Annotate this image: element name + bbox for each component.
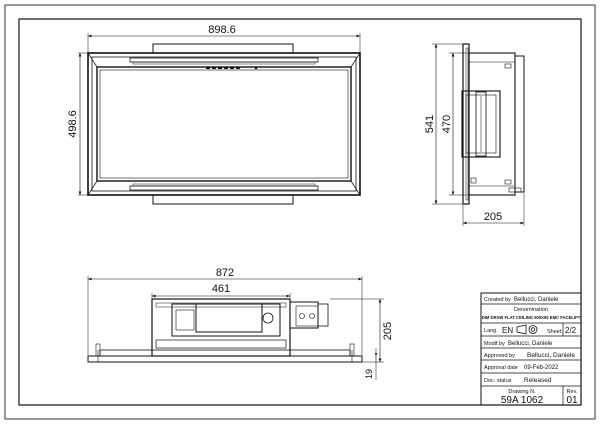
rev-label: Rev. [567,389,578,395]
modified-by-label: Modif.by [484,341,505,347]
dim-front-height [78,52,88,196]
front-view [87,43,361,205]
dim-side-outer [432,43,462,205]
bottom-motor-core [195,303,263,333]
drawing-no-value: 59A 1062 [501,395,544,406]
modified-by-value: Bellucci, Daniele [508,341,553,347]
created-by-value: Bellucci, Daniele [514,297,559,303]
sheet-border [4,4,596,420]
projection-symbol-icon [516,324,538,335]
title-block [480,292,582,406]
front-top-strip [129,57,319,63]
lang-label: Lang. [484,328,498,334]
side-view [461,43,525,205]
dim-side-depth [462,193,525,226]
denomination-value: DIM DRAW FLAT CEILING 900X50 EMC FACELIF… [482,315,581,320]
dim-bottom-height-label: 205 [382,322,394,340]
dim-bottom-width-label: 872 [216,267,234,279]
created-by-label: Created by [484,297,511,303]
dim-bottom-inner [151,293,291,298]
front-glass-panel [96,66,352,182]
dim-bottom-inner-label: 461 [212,283,230,295]
denomination-label: Denomination [514,307,548,313]
lang-value: EN [502,326,513,335]
approved-by-value: Bellucci, Daniele [527,352,575,359]
dim-front-width-label: 898.6 [208,24,236,36]
drawing-frame [18,18,582,406]
drawing-no-label: Drawing N. [508,389,536,395]
doc-status-value: Released [524,377,552,384]
dim-side-inner [449,52,468,196]
front-bottom-strip [129,185,319,191]
approved-by-label: Approved by [484,353,515,359]
approval-date-value: 09-Feb-2022 [524,365,559,371]
front-outer-frame [87,52,361,196]
approval-date-label: Approval date [484,365,518,371]
front-control-buttons [206,66,258,70]
dim-bottom-width [87,276,363,355]
dim-bottom-small-label: 19 [364,369,374,379]
front-bottom-tab [152,194,294,205]
side-motor [461,90,501,158]
rev-value: 01 [566,395,578,406]
dim-front-height-label: 498.6 [67,110,79,138]
dim-side-depth-label: 205 [484,211,502,223]
sheet-label: Sheet [547,329,562,335]
dim-side-outer-label: 541 [424,115,436,133]
dim-side-inner-label: 470 [441,115,453,133]
sheet-value: 2/2 [565,326,577,335]
side-back-plate [514,55,525,193]
dim-bottom-height [330,298,384,363]
title-block-text: Created by Bellucci, Daniele Denominatio… [482,297,581,406]
front-top-tab [152,43,294,54]
dim-front-width [87,33,361,52]
front-inner-frame [91,56,357,192]
bottom-base-plate [87,355,363,363]
bottom-main-box [151,298,291,357]
doc-status-label: Doc. status [484,378,512,384]
bottom-view [87,298,363,363]
